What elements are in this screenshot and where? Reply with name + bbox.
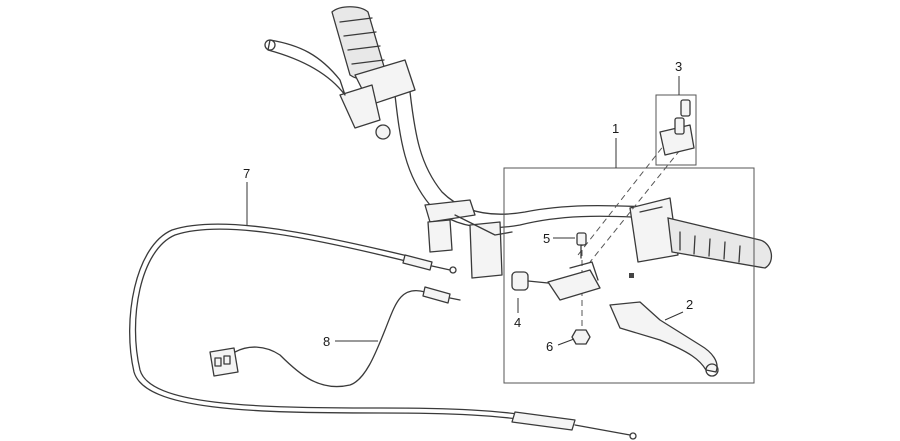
nut-part-6 <box>571 329 591 345</box>
lever-bracket <box>547 261 634 301</box>
bolt-part-5 <box>576 232 587 259</box>
switch-cable-part-8 <box>209 286 461 388</box>
callout-3: 3 <box>675 59 682 74</box>
lever-part-2 <box>609 301 719 377</box>
callout-2: 2 <box>686 297 693 312</box>
callout-5: 5 <box>543 231 550 246</box>
adjuster-part-4 <box>511 271 549 291</box>
callout-6: 6 <box>546 339 553 354</box>
callout-7: 7 <box>243 166 250 181</box>
callout-1: 1 <box>612 121 619 136</box>
callout-8: 8 <box>323 334 330 349</box>
callout-4: 4 <box>514 315 521 330</box>
cable-part-7 <box>129 223 637 440</box>
handlebar <box>394 91 651 279</box>
assembly-box-3 <box>655 94 697 166</box>
switch-housing-part-3 <box>659 99 695 156</box>
assembly-box-1 <box>503 167 755 384</box>
leader-2 <box>664 311 684 321</box>
leader-6 <box>557 338 575 346</box>
right-grip-assembly <box>629 197 773 269</box>
left-grip-assembly <box>264 6 416 140</box>
